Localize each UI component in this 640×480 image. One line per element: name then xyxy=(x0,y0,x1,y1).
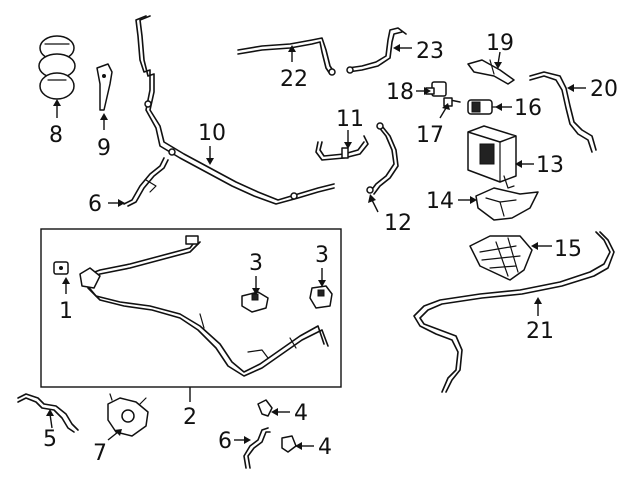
part-13-canister xyxy=(467,125,517,189)
part-21-pipe xyxy=(413,231,615,393)
svg-text:6: 6 xyxy=(218,429,232,454)
part-8-bellows xyxy=(38,35,76,100)
svg-text:3: 3 xyxy=(315,243,329,268)
svg-text:21: 21 xyxy=(526,319,554,344)
svg-text:9: 9 xyxy=(97,136,111,161)
part-4-clip-lower xyxy=(281,435,297,453)
svg-text:20: 20 xyxy=(590,77,618,102)
assembly-2-box: 1 3 3 xyxy=(40,228,342,388)
callout-3-right: 3 xyxy=(315,243,329,287)
callout-8: 8 xyxy=(49,99,63,148)
callout-3-left: 3 xyxy=(249,251,263,295)
svg-text:5: 5 xyxy=(43,427,57,452)
svg-text:8: 8 xyxy=(49,123,63,148)
callout-6-lower: 6 xyxy=(218,429,251,454)
callout-2: 2 xyxy=(183,387,197,430)
part-5-hose xyxy=(17,393,79,433)
svg-text:10: 10 xyxy=(198,121,226,146)
callout-14: 14 xyxy=(426,189,477,214)
assembly-2-harness xyxy=(79,235,329,377)
callout-10: 10 xyxy=(198,121,226,165)
svg-text:12: 12 xyxy=(384,211,412,236)
svg-text:17: 17 xyxy=(416,123,444,148)
part-10-hose xyxy=(135,15,335,205)
svg-text:13: 13 xyxy=(536,153,564,178)
svg-text:3: 3 xyxy=(249,251,263,276)
svg-text:16: 16 xyxy=(514,96,542,121)
callout-23: 23 xyxy=(393,39,444,64)
callout-20: 20 xyxy=(567,77,618,102)
callout-9: 9 xyxy=(97,113,111,161)
part-12-hose xyxy=(366,122,399,195)
callout-4-lower: 4 xyxy=(295,435,332,460)
part-6-hose-lower xyxy=(243,427,271,469)
svg-text:15: 15 xyxy=(554,237,582,262)
callout-21: 21 xyxy=(526,297,554,344)
svg-text:4: 4 xyxy=(318,435,332,460)
callout-11: 11 xyxy=(336,107,364,149)
svg-text:1: 1 xyxy=(59,299,73,324)
callout-7: 7 xyxy=(93,429,122,466)
part-15-pad xyxy=(469,235,533,281)
part-9-bracket xyxy=(96,63,113,111)
part-6-hose-upper xyxy=(123,157,169,207)
part-1-connector xyxy=(53,261,69,275)
callout-22: 22 xyxy=(280,45,308,92)
callout-17: 17 xyxy=(416,103,450,148)
part-18-valve xyxy=(425,81,447,97)
part-20-hose xyxy=(529,71,597,153)
part-4-clip-upper xyxy=(257,399,273,417)
svg-text:18: 18 xyxy=(386,80,414,105)
svg-text:14: 14 xyxy=(426,189,454,214)
svg-text:19: 19 xyxy=(486,31,514,56)
part-19-bracket xyxy=(467,59,515,85)
callout-5: 5 xyxy=(43,409,57,452)
svg-text:22: 22 xyxy=(280,67,308,92)
callout-15: 15 xyxy=(531,237,582,262)
svg-text:23: 23 xyxy=(416,39,444,64)
callout-1: 1 xyxy=(59,277,73,324)
part-3-clip-left xyxy=(241,291,269,313)
callout-4-upper: 4 xyxy=(271,401,308,426)
callout-13: 13 xyxy=(515,153,564,178)
svg-text:11: 11 xyxy=(336,107,364,132)
callout-12: 12 xyxy=(368,194,412,236)
callout-16: 16 xyxy=(495,96,542,121)
part-22-line xyxy=(237,37,336,76)
callout-19: 19 xyxy=(486,31,514,69)
svg-text:4: 4 xyxy=(294,401,308,426)
part-23-line xyxy=(346,27,407,74)
part-7-pump xyxy=(107,393,149,437)
part-16-filter xyxy=(467,99,499,115)
part-14-shield xyxy=(475,187,539,221)
part-11-hose xyxy=(315,135,369,161)
part-3-clip-right xyxy=(309,285,333,309)
callout-6-upper: 6 xyxy=(88,192,125,217)
svg-text:2: 2 xyxy=(183,405,197,430)
callout-18: 18 xyxy=(386,80,431,105)
svg-text:7: 7 xyxy=(93,441,107,466)
svg-text:6: 6 xyxy=(88,192,102,217)
